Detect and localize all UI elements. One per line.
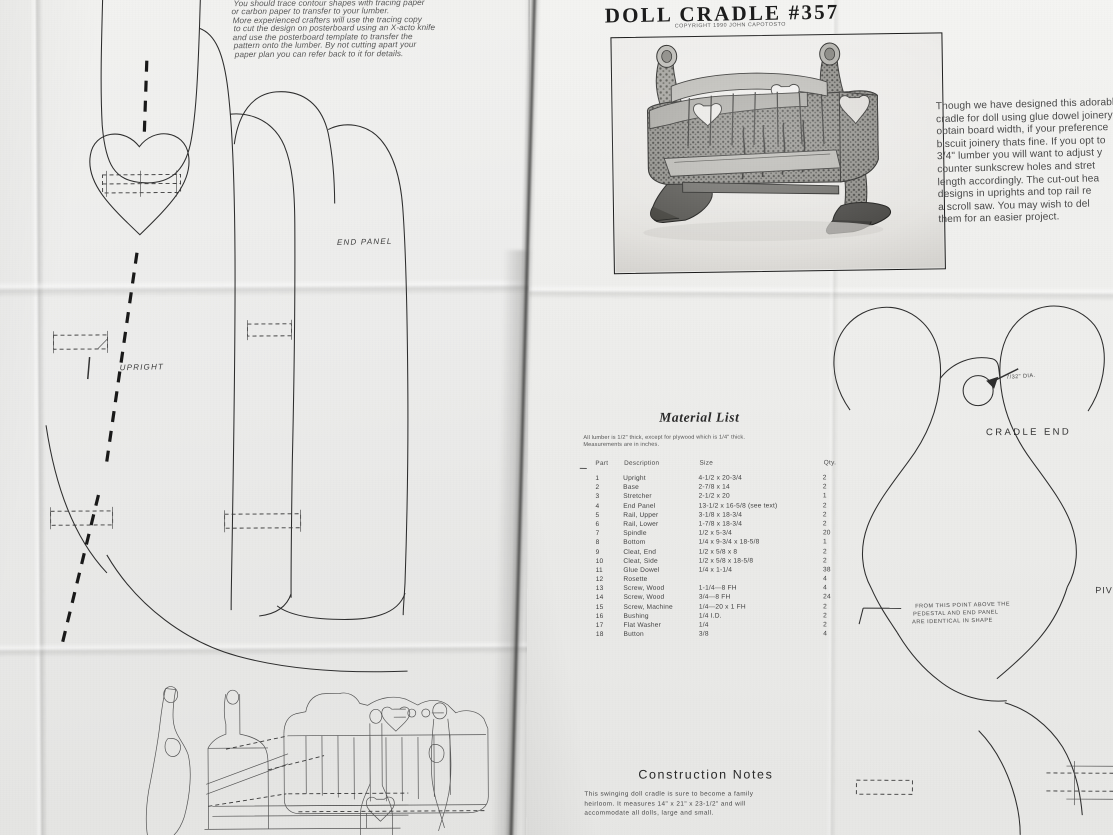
label-cradle-end: CRADLE END: [985, 426, 1072, 439]
cradle-end-pattern-lines: [833, 305, 1113, 835]
exploded-assembly-drawing: [145, 686, 489, 835]
cradle-photograph: [610, 32, 946, 275]
right-plan-sheet: DOLL CRADLE #357 COPYRIGHT 1990 JOHN CAP…: [526, 0, 1113, 835]
label-pivot: PIV: [1095, 585, 1113, 596]
left-plan-sheet: We suggest you DO NOT cut apart your pla…: [0, 0, 534, 835]
cradle-photo-illustration: [612, 34, 944, 273]
end-panel-pattern-lines: [45, 0, 409, 673]
